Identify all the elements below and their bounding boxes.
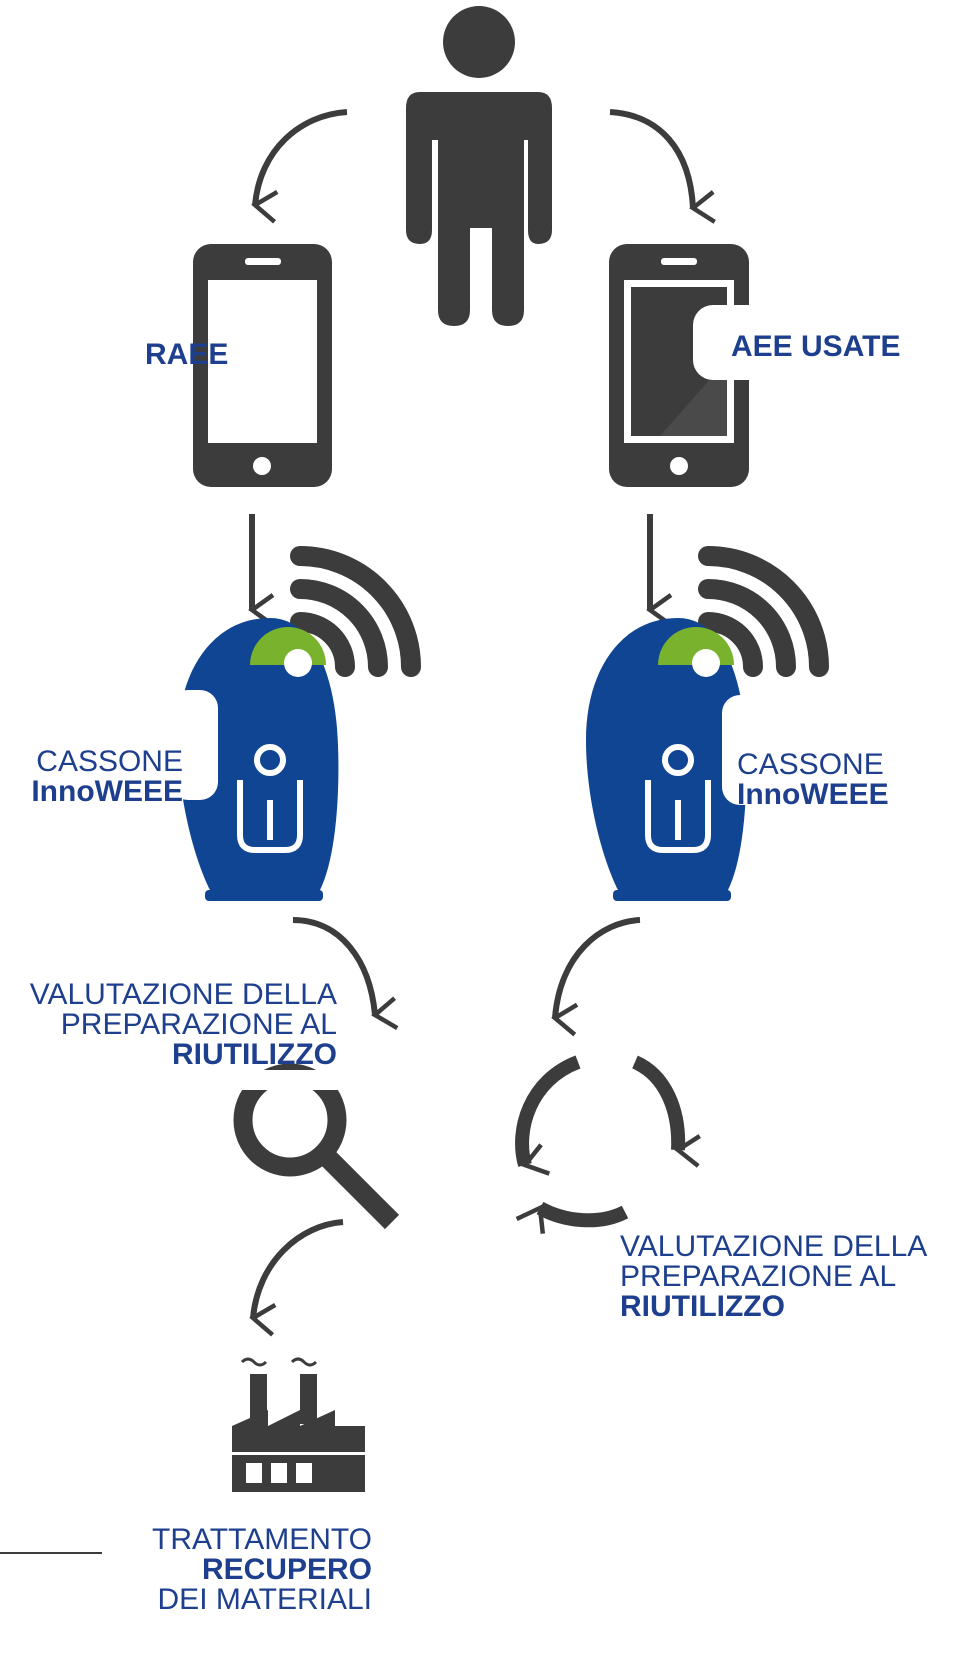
curved-arrow-icon [609, 109, 716, 224]
curved-arrow-icon [551, 917, 641, 1037]
eval-right-line2: PREPARAZIONE AL [620, 1260, 897, 1293]
label-eval-left: VALUTAZIONE DELLA PREPARAZIONE AL RIUTIL… [0, 980, 337, 1070]
label-eval-right: VALUTAZIONE DELLA PREPARAZIONE AL RIUTIL… [620, 1232, 927, 1322]
curved-arrow-icon [249, 1219, 344, 1337]
wifi-signal-icon [698, 546, 829, 677]
factory-icon [232, 1357, 365, 1492]
eval-right-line3: RIUTILIZZO [620, 1290, 785, 1323]
label-aee-usate: AEE USATE [731, 330, 901, 363]
bin-left-line2: InnoWEEE [31, 775, 183, 808]
eval-left-line2: PREPARAZIONE AL [60, 1008, 337, 1041]
label-bin-right: CASSONE InnoWEEE [737, 750, 889, 810]
wifi-signal-icon [290, 546, 421, 677]
bin-left-line1: CASSONE [36, 745, 183, 778]
treatment-line3: DEI MATERIALI [157, 1583, 372, 1616]
eval-left-line3: RIUTILIZZO [172, 1038, 337, 1071]
eval-left-line1: VALUTAZIONE DELLA [29, 978, 337, 1011]
label-bin-left: CASSONE InnoWEEE [0, 747, 183, 807]
label-treatment: TRATTAMENTO RECUPERO DEI MATERIALI [100, 1525, 372, 1615]
smartphone-icon [609, 244, 903, 487]
person-icon [406, 6, 552, 326]
curved-arrow-icon [251, 109, 348, 224]
smartphone-icon [193, 244, 332, 487]
innoweee-bin-icon [586, 618, 782, 901]
recycle-cycle-icon [515, 1055, 701, 1234]
bin-right-line1: CASSONE [737, 748, 884, 781]
bin-right-line2: InnoWEEE [737, 778, 889, 811]
treatment-line2: RECUPERO [201, 1553, 372, 1586]
curved-arrow-icon [292, 917, 399, 1030]
eval-right-line1: VALUTAZIONE DELLA [620, 1230, 928, 1263]
magnifier-icon [233, 1063, 400, 1230]
treatment-line1: TRATTAMENTO [152, 1523, 372, 1556]
label-raee: RAEE [145, 338, 229, 371]
innoweee-bin-icon [170, 618, 339, 901]
